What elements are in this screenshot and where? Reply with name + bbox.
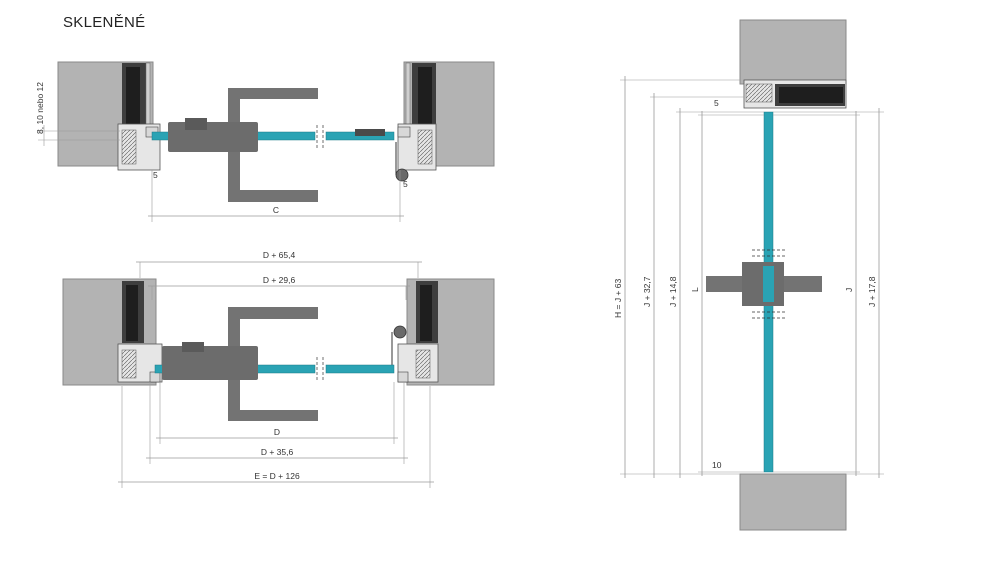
dim-top-gap-5: 5 (714, 98, 719, 108)
dim-j-plus-32-7: J + 32,7 (642, 276, 652, 307)
dim-e: E = D + 126 (254, 471, 300, 481)
dim-h: H = J + 63 (613, 279, 623, 318)
dim-d-plus-35-6: D + 35,6 (261, 447, 294, 457)
dim-c: C (273, 205, 279, 215)
dim-j: J (844, 288, 854, 292)
handle-rose (168, 122, 258, 152)
dim-j-plus-14-8: J + 14,8 (668, 276, 678, 307)
dim-bottom-gap-10: 10 (712, 460, 722, 470)
header-wall-block (739, 19, 847, 85)
door-section-view (620, 19, 884, 531)
dim-gap-right: 5 (403, 179, 408, 189)
dim-d-plus-29-6: D + 29,6 (263, 275, 296, 285)
threshold-block (739, 473, 847, 531)
dim-glass-thickness: 8, 10 nebo 12 (35, 82, 45, 134)
door-handle (228, 88, 318, 132)
hinge-icon-2 (393, 325, 407, 339)
dim-gap-left: 5 (153, 170, 158, 180)
handle-rose-2 (162, 346, 258, 380)
dim-d: D (274, 427, 280, 437)
door-plan-view-2 (62, 261, 495, 488)
diagram-title: SKLENĚNÉ (63, 14, 146, 31)
dim-j-plus-17-8: J + 17,8 (867, 276, 877, 307)
dim-l: L (690, 287, 700, 292)
dim-d-plus-65-4: D + 65,4 (263, 250, 296, 260)
door-plan-view-1 (38, 61, 495, 222)
